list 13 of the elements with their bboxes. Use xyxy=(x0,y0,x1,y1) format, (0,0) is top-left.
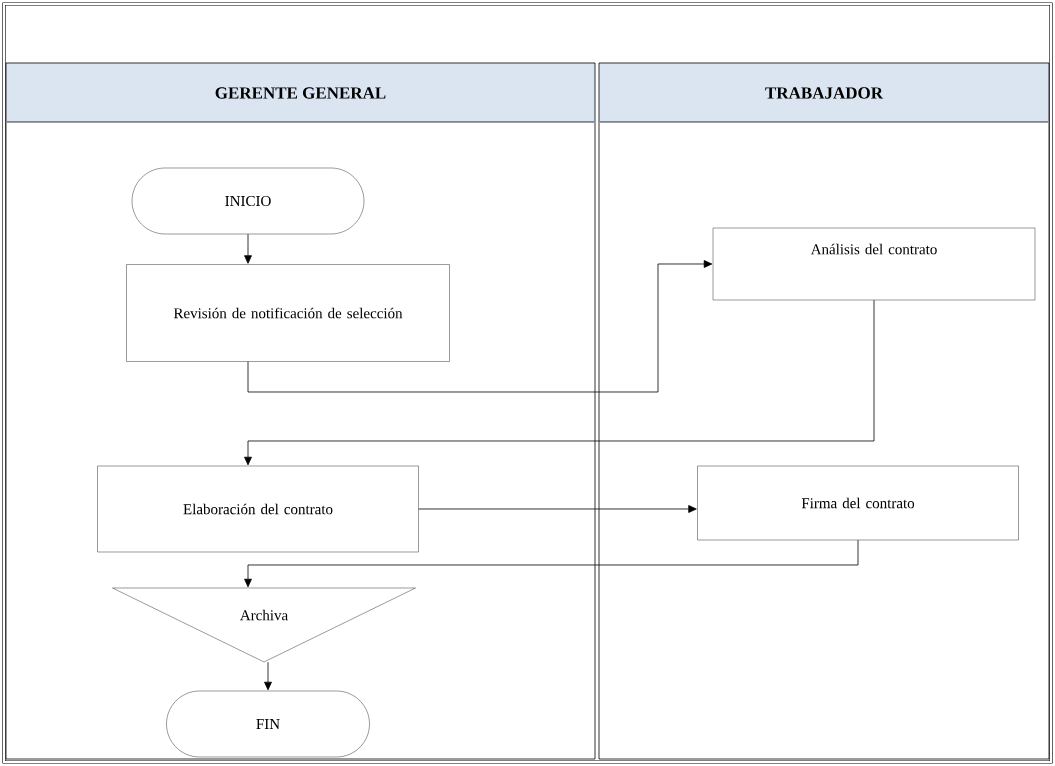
arrow xyxy=(264,661,272,691)
process-box: Elaboración del contrato xyxy=(97,465,419,553)
terminator: INICIO xyxy=(131,167,365,235)
terminator: FIN xyxy=(166,690,370,758)
process-box: Análisis del contrato xyxy=(712,227,1036,301)
arrow xyxy=(418,505,697,513)
arrow xyxy=(244,233,252,264)
process-box: Revisión de notificación de selección xyxy=(126,264,450,362)
merge-triangle: Archiva xyxy=(112,587,416,663)
process-box: Firma del contrato xyxy=(697,465,1019,541)
arrow xyxy=(244,539,859,588)
arrow xyxy=(247,260,713,393)
arrow xyxy=(244,299,875,466)
